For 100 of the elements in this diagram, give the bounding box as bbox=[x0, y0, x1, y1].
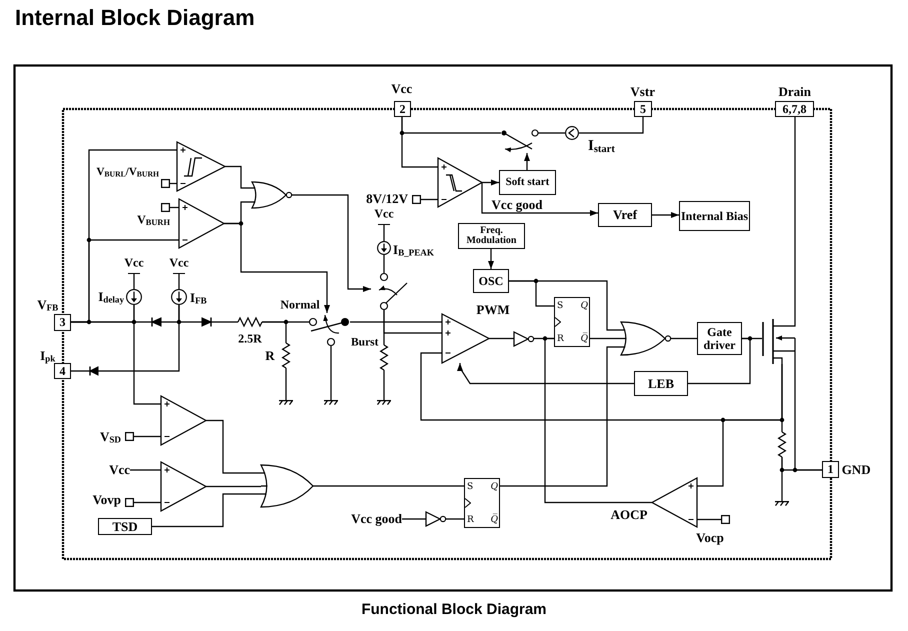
function-block bbox=[679, 201, 750, 231]
wire bbox=[421, 198, 438, 200]
arrow bbox=[292, 194, 371, 292]
wire bbox=[697, 518, 721, 520]
comparator-label: AOCP bbox=[610, 508, 648, 522]
function-block bbox=[458, 223, 525, 249]
function-block bbox=[598, 203, 652, 227]
flip-flop-pin-label: Q̅ bbox=[580, 334, 588, 344]
flip-flop-pin-label: Q bbox=[490, 483, 498, 493]
comparator-label: PWM bbox=[476, 302, 510, 318]
pin-name: Vstr bbox=[630, 84, 655, 99]
diagram-title: Internal Block Diagram bbox=[15, 6, 255, 30]
reference-voltage-label: V$_{BURH}$ bbox=[137, 213, 170, 227]
supply-label: Vcc bbox=[374, 207, 394, 221]
wire bbox=[688, 338, 751, 384]
wire bbox=[71, 321, 152, 323]
arrow bbox=[524, 153, 530, 170]
resistor-value-label: R bbox=[265, 348, 275, 364]
signal-label: Vcc good bbox=[346, 511, 402, 527]
wire bbox=[134, 502, 161, 504]
reference-voltage-label: V$_{BURL}$/V$_{BURH}$ bbox=[96, 166, 159, 178]
wire bbox=[383, 255, 385, 273]
pin-name: V$_{FB}$ bbox=[37, 298, 58, 312]
block-label: TSD bbox=[112, 520, 138, 534]
function-block bbox=[499, 170, 556, 195]
pin-number: 4 bbox=[60, 364, 66, 378]
current-label: I$_{start}$ bbox=[588, 138, 615, 154]
supply-label: Vcc bbox=[106, 462, 130, 477]
wire bbox=[211, 321, 238, 323]
wire bbox=[152, 493, 261, 528]
flip-flop-pin-label: S bbox=[557, 302, 564, 312]
wire bbox=[134, 436, 161, 438]
pin-number: 6,7,8 bbox=[782, 102, 806, 116]
wire bbox=[206, 420, 261, 474]
wire bbox=[544, 338, 652, 504]
pin-number: 1 bbox=[828, 463, 834, 476]
arrow bbox=[488, 249, 494, 269]
current-label: I$_{B_PEAK}$ bbox=[393, 242, 434, 258]
wire bbox=[206, 486, 261, 488]
edge-label: Vcc good bbox=[490, 198, 544, 212]
wire bbox=[590, 338, 621, 340]
wire bbox=[178, 274, 180, 289]
pin-name: GND bbox=[842, 462, 871, 477]
switch-position-label: Burst bbox=[351, 336, 378, 350]
block-label: LEB bbox=[648, 376, 674, 390]
wire bbox=[313, 485, 464, 487]
block-label: Internal Bias bbox=[680, 210, 748, 222]
wire bbox=[500, 346, 621, 487]
pin-number: 2 bbox=[400, 102, 406, 116]
block-label: Gate driver bbox=[702, 326, 736, 352]
wire bbox=[98, 305, 180, 372]
pin-number: 3 bbox=[60, 316, 66, 329]
reference-voltage-label: 8V/12V bbox=[366, 192, 408, 206]
arrow bbox=[457, 363, 634, 384]
pin-name: Drain bbox=[778, 84, 811, 99]
wire bbox=[383, 370, 385, 400]
wire bbox=[489, 338, 514, 340]
arrow bbox=[224, 222, 330, 313]
function-block bbox=[473, 269, 509, 293]
block-label: Soft start bbox=[506, 176, 550, 188]
wire bbox=[509, 280, 621, 331]
wire bbox=[285, 368, 287, 400]
wire bbox=[401, 117, 438, 168]
flip-flop-pin-label: S bbox=[467, 483, 474, 493]
arrow bbox=[481, 182, 598, 216]
function-block bbox=[98, 518, 152, 535]
arrow bbox=[652, 212, 679, 218]
supply-label: Vcc bbox=[169, 256, 189, 270]
reference-voltage-label: Vovp bbox=[92, 492, 121, 508]
wire bbox=[225, 166, 252, 189]
wire bbox=[130, 469, 161, 471]
arrow bbox=[482, 180, 499, 186]
block-label: Vref bbox=[612, 208, 638, 222]
pin-name: I$_{pk}$ bbox=[40, 348, 56, 363]
wire bbox=[781, 457, 783, 501]
wire bbox=[671, 338, 697, 340]
current-label: I$_{delay}$ bbox=[98, 290, 124, 304]
flip-flop-pin-label: R bbox=[467, 516, 474, 526]
reference-voltage-label: V$_{SD}$ bbox=[100, 430, 121, 444]
wire bbox=[538, 132, 565, 134]
block-label: Freq. Modulation bbox=[465, 226, 518, 246]
function-block bbox=[697, 322, 742, 355]
flip-flop-box bbox=[554, 297, 590, 347]
wire bbox=[697, 364, 783, 487]
wire bbox=[794, 117, 796, 318]
resistor-value-label: 2.5R bbox=[238, 332, 262, 346]
pin-name: Vcc bbox=[391, 82, 412, 96]
wire bbox=[446, 518, 464, 520]
figure-caption: Functional Block Diagram bbox=[361, 602, 547, 618]
supply-label: Vcc bbox=[124, 256, 144, 270]
current-label: I$_{FB}$ bbox=[190, 290, 207, 306]
wire bbox=[383, 225, 385, 241]
pin-number: 5 bbox=[640, 102, 646, 116]
flip-flop-pin-label: R bbox=[557, 334, 564, 344]
switch-position-label: Normal bbox=[280, 298, 320, 312]
function-block bbox=[634, 371, 688, 396]
block-label: OSC bbox=[478, 274, 504, 288]
flip-flop-pin-label: Q bbox=[580, 302, 588, 312]
wire bbox=[579, 117, 644, 134]
flip-flop-pin-label: Q̅ bbox=[490, 516, 498, 526]
